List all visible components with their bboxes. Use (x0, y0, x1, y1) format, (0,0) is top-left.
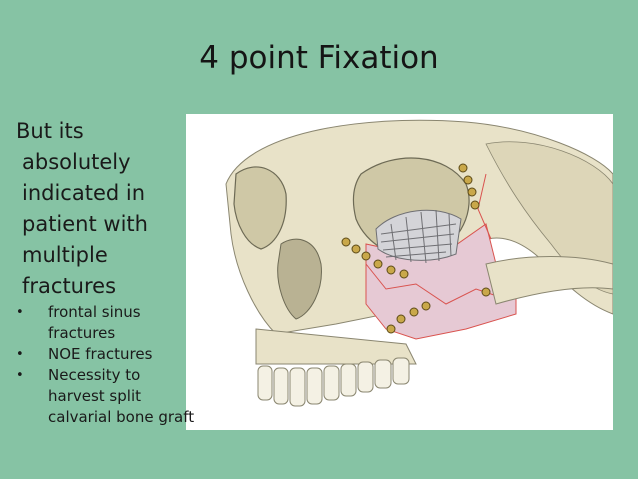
slide-title: 4 point Fixation (199, 40, 439, 76)
bullet-line: harvest split (48, 387, 141, 405)
bullet-item: • frontal sinus fractures (16, 302, 216, 344)
bullet-marker: • (16, 305, 24, 320)
lead-line: multiple (22, 243, 108, 267)
bullet-item: • Necessity to harvest split calvarial b… (16, 365, 216, 428)
bullet-line: fractures (48, 324, 116, 342)
lead-line: indicated in (22, 181, 146, 205)
skull-fixation-illustration (186, 114, 613, 430)
lead-line: But its (16, 119, 84, 143)
bullet-line: calvarial bone graft (48, 408, 195, 426)
fixation-plate-infraorbital (341, 237, 409, 279)
nasal-cavity (277, 238, 322, 320)
lead-line: fractures (22, 274, 117, 298)
orbital-mesh (375, 209, 462, 264)
bullet-line: frontal sinus (48, 303, 141, 321)
fixation-plate-buttress (386, 301, 431, 334)
fixation-plate-zygomaticofrontal (458, 163, 480, 210)
bullet-line: NOE fractures (48, 345, 153, 363)
maxilla (255, 328, 417, 365)
bullet-item: • NOE fractures (16, 344, 216, 365)
bullet-marker: • (16, 368, 24, 383)
lead-paragraph: But its absolutely indicated in patient … (16, 116, 196, 302)
lead-line: patient with (22, 212, 148, 236)
skull-svg (186, 114, 613, 430)
bullet-line: Necessity to (48, 366, 141, 384)
left-orbit (233, 166, 287, 250)
lead-line: absolutely (22, 150, 131, 174)
teeth (257, 357, 410, 407)
bullet-marker: • (16, 347, 24, 362)
body-text: But its absolutely indicated in patient … (16, 116, 196, 426)
bullet-list: • frontal sinus fractures • NOE fracture… (16, 302, 216, 428)
